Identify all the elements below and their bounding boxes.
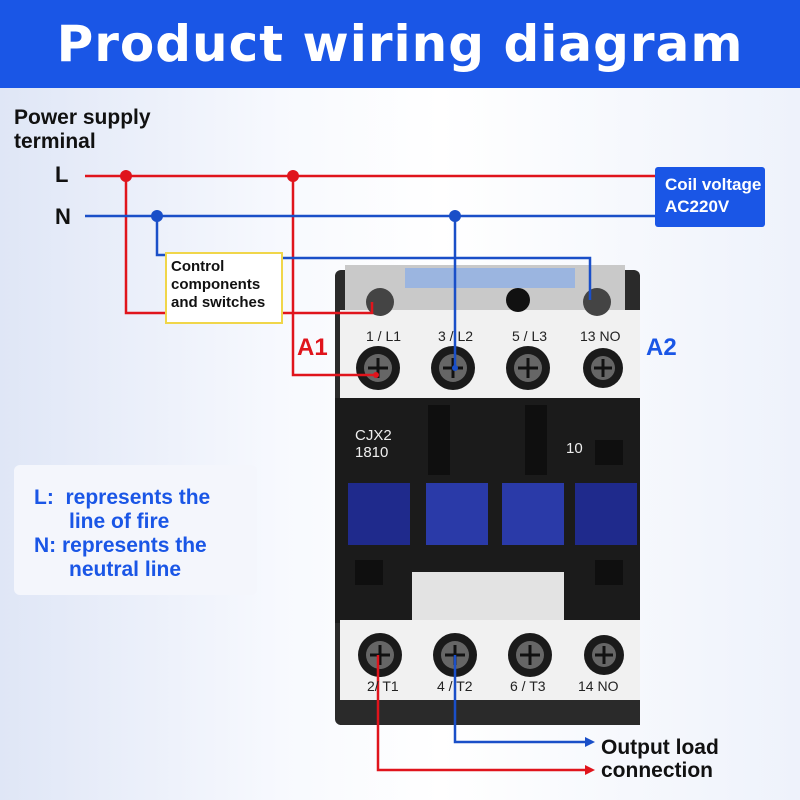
power-supply-label: Power supply terminal	[14, 106, 151, 153]
terminal-label-t1: 2/ T1	[367, 678, 399, 694]
neutral-junction-1	[151, 210, 163, 222]
body-slot-br	[595, 560, 623, 585]
body-slot-bl	[355, 560, 383, 585]
block-3	[502, 483, 564, 545]
page-title: Product wiring diagram	[56, 15, 744, 73]
line-n-label: N	[55, 204, 71, 229]
legend-box	[14, 465, 257, 595]
live-junction-2	[287, 170, 299, 182]
coil-voltage-box	[655, 167, 765, 227]
control-components-box	[165, 252, 283, 324]
block-2	[426, 483, 488, 545]
terminal-label-14no: 14 NO	[578, 678, 619, 694]
contactor-model: CJX2 1810	[355, 427, 392, 461]
terminal-label-13no: 13 NO	[580, 328, 621, 344]
output-load-label: Output load connection	[601, 736, 719, 782]
live-junction-1	[120, 170, 132, 182]
l2-end	[452, 365, 458, 371]
line-l-label: L	[55, 162, 69, 187]
neutral-junction-2	[449, 210, 461, 222]
a2-label: A2	[646, 334, 677, 361]
terminal-label-l1: 1 / L1	[366, 328, 402, 344]
terminal-label-t3: 6 / T3	[510, 678, 546, 694]
bottom-mount	[340, 700, 640, 725]
output-arrow-red	[585, 765, 595, 775]
bottom-screws	[358, 633, 624, 677]
legend-l-item: L: represents the line of fire	[34, 486, 211, 533]
body-slot-right	[525, 405, 547, 475]
title-banner	[0, 0, 800, 88]
terminal-label-l3: 5 / L3	[512, 328, 548, 344]
grey-tab	[412, 572, 564, 624]
body-slot-left	[428, 405, 450, 475]
output-arrow-blue	[585, 737, 595, 747]
control-components-label: Control components and switches	[171, 258, 266, 311]
neutral-wires	[85, 214, 655, 744]
block-1	[348, 483, 410, 545]
top-label-strip	[405, 268, 575, 288]
contact-code: 10	[566, 440, 583, 457]
terminal-label-t2: 4 / T2	[437, 678, 473, 694]
body-slot-small	[595, 440, 623, 465]
a1-end	[373, 372, 379, 378]
a1-label: A1	[297, 334, 328, 361]
terminal-label-l2: 3 / L2	[438, 328, 474, 344]
legend-n-item: N: represents the neutral line	[34, 534, 207, 581]
coil-voltage-label: Coil voltage AC220V	[665, 175, 762, 216]
block-4	[575, 483, 637, 545]
